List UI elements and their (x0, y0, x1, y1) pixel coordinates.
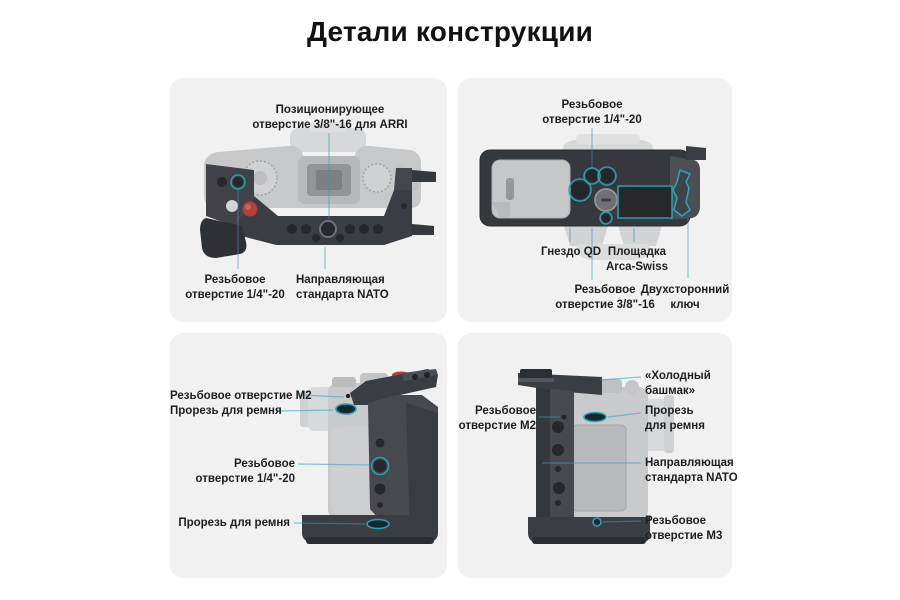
camera-side-view-illustration (275, 369, 438, 544)
label-strap-slot-top: Прорезь для ремня (170, 405, 282, 417)
label-quarter-inch-hole: Резьбовое отверстие 1/4"-20 (542, 99, 642, 126)
page-title: Детали конструкции (306, 16, 594, 47)
leader-lines (237, 133, 330, 269)
label-quarter-inch-hole: Резьбовое отверстие 1/4"-20 (195, 458, 295, 485)
panel-bottom-view: Резьбовое отверстие 1/4"-20 Гнездо QD Пл… (458, 78, 732, 322)
label-strap-slot: Прорезь для ремня (645, 405, 705, 432)
label-arri-positioning-hole: Позиционирующее отверстие 3/8"-16 для AR… (252, 104, 408, 131)
camera-top-view-illustration (200, 122, 436, 269)
leader-lines (539, 376, 642, 523)
label-three-eighth-hole: Резьбовое отверстие 3/8"-16 (555, 284, 655, 311)
camera-body-ghost (290, 122, 366, 152)
panel-side-view-ports: «Холодный башмак» Резьбовое отверстие M2… (458, 333, 738, 578)
leader-lines (569, 128, 689, 280)
camera-body (564, 379, 648, 519)
label-arca-swiss-plate: Площадка Arca-Swiss (605, 246, 668, 273)
label-m2-hole: Резьбовое отверстие M2 (458, 405, 536, 432)
panel-top-view: Позиционирующее отверстие 3/8"-16 для AR… (170, 78, 447, 322)
label-nato-rail: Направляющая стандарта NATO (645, 457, 738, 484)
label-double-sided-wrench: Двухсторонний ключ (640, 284, 730, 311)
teal-highlights (583, 411, 607, 527)
camera-side-view-illustration (518, 369, 674, 544)
panel-side-view-grip: Резьбовое отверстие M2 Прорезь для ремня… (170, 333, 447, 578)
teal-highlights (568, 166, 692, 225)
label-cold-shoe: «Холодный башмак» (645, 370, 711, 397)
shutter-button (242, 201, 258, 217)
label-quarter-inch-hole: Резьбовое отверстие 1/4"-20 (185, 274, 285, 301)
label-m2-hole: Резьбовое отверстие M2 (170, 390, 312, 402)
camera-bottom-view-illustration (479, 128, 706, 280)
cage-frame (302, 369, 438, 544)
teal-highlights (230, 174, 246, 190)
label-nato-rail: Направляющая стандарта NATO (296, 274, 389, 301)
label-strap-slot-bottom: Прорезь для ремня (178, 517, 290, 529)
wrench-icon (672, 168, 692, 217)
label-m3-hole: Резьбовое отверстие M3 (645, 515, 723, 542)
label-qd-socket: Гнездо QD (540, 246, 602, 258)
leader-lines (275, 394, 371, 525)
cold-shoe-icon (520, 369, 552, 378)
cage-frame (200, 164, 436, 258)
teal-highlights (335, 403, 390, 530)
